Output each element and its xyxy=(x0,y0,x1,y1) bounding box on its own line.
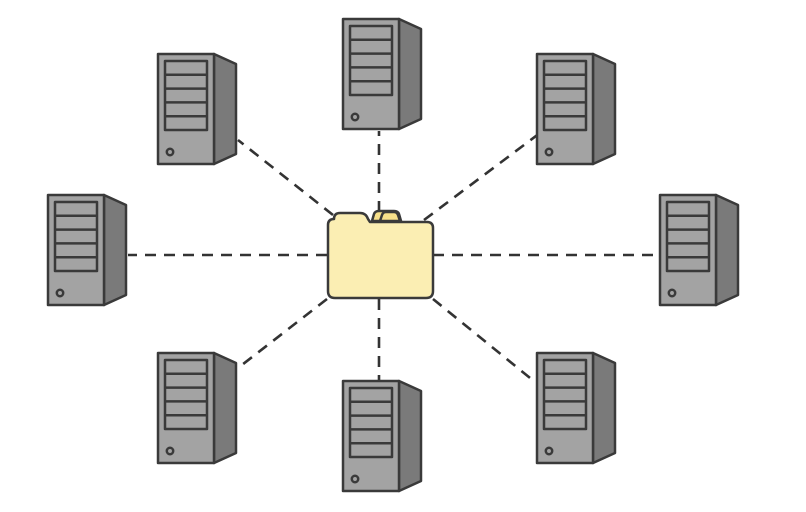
links-layer xyxy=(128,131,660,384)
power-button-icon xyxy=(55,288,65,298)
server-side-face xyxy=(591,52,617,166)
drive-bays xyxy=(163,59,209,132)
folder-icon xyxy=(326,209,435,300)
hub-layer xyxy=(326,209,435,300)
drive-bays xyxy=(542,358,588,431)
server-bottom xyxy=(341,379,423,493)
power-button-icon xyxy=(667,288,677,298)
server-top-left xyxy=(156,52,238,166)
server-right xyxy=(658,193,740,307)
servers-layer xyxy=(46,17,740,493)
power-button-icon xyxy=(165,446,175,456)
link-server-bottom-left xyxy=(237,297,328,370)
power-button-icon xyxy=(350,112,360,122)
server-side-face xyxy=(591,351,617,465)
server-side-face xyxy=(102,193,128,307)
link-server-top-right xyxy=(423,131,541,222)
server-side-face xyxy=(397,17,423,131)
drive-bays xyxy=(665,200,711,273)
drive-bays xyxy=(542,59,588,132)
drive-bays xyxy=(163,358,209,431)
server-top-right xyxy=(535,52,617,166)
power-button-icon xyxy=(544,147,554,157)
server-side-face xyxy=(212,52,238,166)
power-button-icon xyxy=(544,446,554,456)
link-server-top-left xyxy=(237,138,334,217)
drive-bays xyxy=(348,386,394,459)
server-side-face xyxy=(714,193,740,307)
server-side-face xyxy=(397,379,423,493)
link-server-bottom-right xyxy=(432,297,536,384)
power-button-icon xyxy=(165,147,175,157)
power-button-icon xyxy=(350,474,360,484)
server-top xyxy=(341,17,423,131)
drive-bays xyxy=(53,200,99,273)
server-side-face xyxy=(212,351,238,465)
server-bottom-right xyxy=(535,351,617,465)
drive-bays xyxy=(348,24,394,97)
server-bottom-left xyxy=(156,351,238,465)
server-left xyxy=(46,193,128,307)
